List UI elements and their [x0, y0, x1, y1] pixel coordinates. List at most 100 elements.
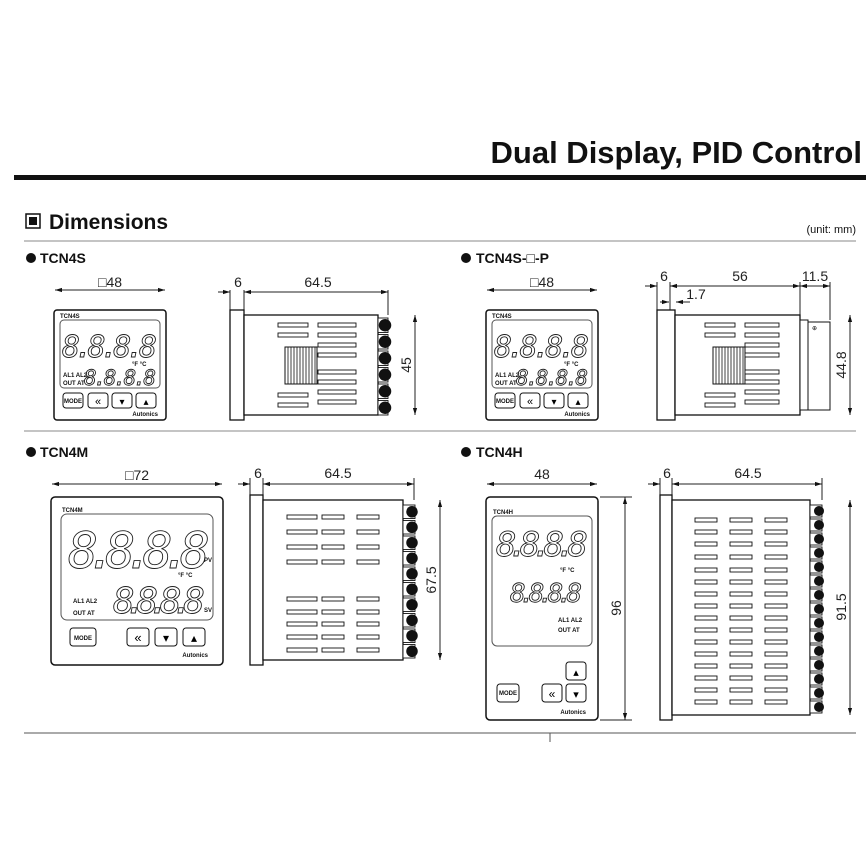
- dim-height: 91.5: [833, 593, 849, 620]
- vent-slot: [286, 559, 318, 565]
- vent-slot: [286, 529, 318, 535]
- terminal-screw-icon: [378, 335, 392, 348]
- bullet-icon: [461, 253, 471, 263]
- vent-slot: [317, 322, 357, 328]
- vent-slot: [764, 687, 788, 693]
- terminal-screw-icon: [378, 385, 392, 398]
- vent-slot: [729, 675, 753, 681]
- vent-slot: [764, 627, 788, 633]
- mode-button[interactable]: [62, 392, 84, 409]
- section-square-icon: [25, 213, 41, 229]
- sv-display: 8.8.8.8: [113, 581, 205, 622]
- terminal-screw-icon: [814, 632, 824, 642]
- vent-slot: [729, 567, 753, 573]
- vent-slot: [694, 567, 718, 573]
- tcn4m-side-view: 6 64.5 67.5: [238, 465, 443, 666]
- terminal-screw-icon: [814, 604, 824, 614]
- terminal-screw-icon: [406, 521, 418, 533]
- mode-label: MODE: [496, 399, 514, 405]
- mode-button[interactable]: [69, 627, 97, 647]
- shift-button[interactable]: [541, 683, 563, 703]
- vent-slot: [694, 687, 718, 693]
- maker-label: Autonics: [560, 710, 586, 716]
- shift-button[interactable]: [87, 392, 109, 409]
- vent-slot: [286, 621, 318, 627]
- vent-slot: [744, 389, 780, 395]
- mode-button[interactable]: [496, 683, 520, 703]
- terminal-screw-icon: [814, 520, 824, 530]
- terminal-screw-icon: [406, 537, 418, 549]
- vent-slot: [729, 554, 753, 560]
- pv-display: 8.8.8.8: [494, 330, 589, 365]
- terminal-screw-icon: [406, 506, 418, 518]
- chevron-left-icon: «: [95, 396, 101, 408]
- vent-slot: [729, 591, 753, 597]
- terminal-screw-icon: [814, 590, 824, 600]
- down-button[interactable]: [543, 392, 565, 409]
- up-button[interactable]: [135, 392, 157, 409]
- dim-flange: 6: [254, 465, 262, 481]
- vent-slot: [694, 517, 718, 523]
- vent-slot: [764, 603, 788, 609]
- tcn4h-side-view: 6 64.5 91.5: [648, 465, 853, 721]
- up-button[interactable]: [182, 627, 206, 647]
- sv-display: 8.8.8.8: [510, 579, 582, 609]
- vent-slot: [694, 615, 718, 621]
- vent-slot: [694, 541, 718, 547]
- vent-slot: [729, 651, 753, 657]
- dim-socket: 11.5: [802, 268, 828, 284]
- vent-slot: [321, 609, 345, 615]
- mode-label: MODE: [74, 636, 92, 642]
- down-button[interactable]: [154, 627, 178, 647]
- vent-slot: [694, 651, 718, 657]
- terminal-screw-icon: [814, 618, 824, 628]
- vent-slot: [321, 596, 345, 602]
- shift-button[interactable]: [519, 392, 541, 409]
- vent-slot: [764, 517, 788, 523]
- vent-slot: [356, 559, 380, 565]
- vent-slot: [286, 544, 318, 550]
- vent-slot: [764, 591, 788, 597]
- vent-slot: [694, 554, 718, 560]
- pv-display: 8.8.8.8: [68, 522, 210, 580]
- tcn4h-front-view: 48 TCN4H 8.8.8.8 °F °C 8.8.8.8 AL1 AL2 O…: [485, 466, 632, 721]
- vent-slot: [356, 596, 380, 602]
- up-button[interactable]: [567, 392, 589, 409]
- sv-display: 8.8.8.8: [84, 366, 156, 390]
- vent-slot: [321, 559, 345, 565]
- terminal-screw-icon: [378, 401, 392, 414]
- down-button[interactable]: [111, 392, 133, 409]
- maker-label: Autonics: [564, 412, 590, 418]
- terminal-screw-icon: [814, 548, 824, 558]
- dim-flange: 6: [663, 465, 671, 481]
- vent-slot: [356, 634, 380, 640]
- terminal-screw-icon: [378, 352, 392, 365]
- down-button[interactable]: [565, 683, 587, 703]
- dim-front-width: 48: [534, 466, 550, 482]
- vent-slot: [729, 603, 753, 609]
- up-button[interactable]: [565, 661, 587, 681]
- vent-slot: [764, 554, 788, 560]
- mode-button[interactable]: [494, 392, 516, 409]
- terminal-screw-icon: [378, 319, 392, 332]
- tcn4s-front-view: □48 TCN4S 8.8.8.8 8.8.8.8 AL1 AL2 OUT AT…: [53, 274, 167, 421]
- vent-slot: [317, 342, 357, 348]
- vent-slot: [704, 332, 736, 338]
- terminal-screw-icon: [814, 674, 824, 684]
- brand-label: TCN4S: [60, 314, 80, 320]
- chevron-down-icon: ▾: [119, 397, 124, 408]
- title-rule: [14, 175, 866, 180]
- vent-slot: [694, 699, 718, 705]
- vent-slot: [764, 579, 788, 585]
- terminal-screw-icon: [814, 576, 824, 586]
- vent-slot: [321, 634, 345, 640]
- dim-height: 67.5: [423, 566, 439, 593]
- temp-unit-label: °F °C: [132, 362, 147, 368]
- vent-slot: [321, 621, 345, 627]
- vent-slot: [729, 615, 753, 621]
- terminal-screw-icon: [814, 688, 824, 698]
- vent-slot: [764, 615, 788, 621]
- dim-depth: 64.5: [324, 465, 351, 481]
- vent-slot: [704, 402, 736, 408]
- shift-button[interactable]: [126, 627, 150, 647]
